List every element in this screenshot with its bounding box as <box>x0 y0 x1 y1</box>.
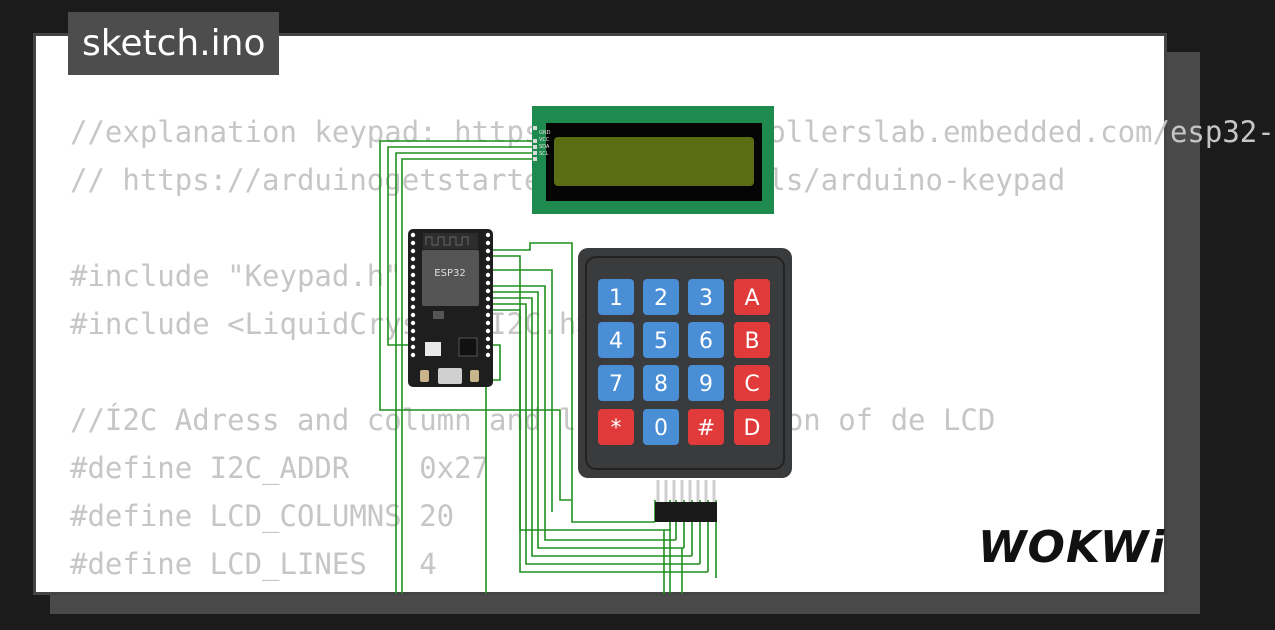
key-label: D <box>744 416 761 441</box>
key-label: * <box>611 416 622 441</box>
key-4[interactable]: 4 <box>598 322 634 358</box>
key-label: B <box>744 329 759 354</box>
key-label: C <box>744 372 759 397</box>
code-line: #define I2C_ADDR 0x27 <box>70 451 490 485</box>
key-label: 2 <box>654 286 668 311</box>
lcd-pin-sda: SDA <box>539 144 550 150</box>
key-label: 7 <box>609 372 623 397</box>
wire-kp9 <box>485 344 501 594</box>
wire-scl <box>401 158 533 594</box>
key-star[interactable]: * <box>598 409 634 445</box>
key-b[interactable]: B <box>734 322 770 358</box>
esp32-label: ESP32 <box>434 268 465 279</box>
keypad: 1 2 3 A 4 5 6 B 7 8 9 C * 0 # D <box>578 248 792 522</box>
key-0[interactable]: 0 <box>643 409 679 445</box>
key-label: 0 <box>654 416 668 441</box>
key-2[interactable]: 2 <box>643 279 679 315</box>
key-8[interactable]: 8 <box>643 365 679 401</box>
esp32-module <box>422 250 479 306</box>
esp32-board: ESP32 <box>408 229 493 387</box>
code-line: #define LCD_COLUMNS 20 <box>70 499 455 533</box>
key-label: 9 <box>699 372 713 397</box>
key-9[interactable]: 9 <box>688 365 724 401</box>
key-7[interactable]: 7 <box>598 365 634 401</box>
wire-sda <box>395 152 533 594</box>
key-label: 1 <box>609 286 623 311</box>
key-label: 5 <box>654 329 668 354</box>
wire-down <box>663 530 683 594</box>
lcd-pin-scl: SCL <box>539 151 549 157</box>
lcd-screen <box>554 137 754 186</box>
boot-button[interactable] <box>420 370 429 382</box>
esp32-left-pins <box>410 232 416 358</box>
wire-kp3 <box>490 269 553 512</box>
wokwi-logo: WOKWi <box>978 522 1166 573</box>
key-label: 4 <box>609 329 623 354</box>
key-d[interactable]: D <box>734 409 770 445</box>
usb-port <box>438 368 462 384</box>
key-c[interactable]: C <box>734 365 770 401</box>
key-label: # <box>697 416 715 441</box>
lcd-pin-gnd: GND <box>539 130 551 136</box>
key-1[interactable]: 1 <box>598 279 634 315</box>
wire-kp7 <box>490 303 700 565</box>
key-label: A <box>744 286 759 311</box>
key-6[interactable]: 6 <box>688 322 724 358</box>
key-a[interactable]: A <box>734 279 770 315</box>
key-label: 3 <box>699 286 713 311</box>
wire-kp4 <box>490 285 676 541</box>
wire-kp8 <box>490 309 708 573</box>
reset-button[interactable] <box>470 370 479 382</box>
wire-kp1 <box>490 242 655 523</box>
wire-gnd <box>379 140 571 501</box>
file-tab[interactable]: sketch.ino <box>68 12 280 75</box>
lcd-pin-vcc: VCC <box>539 137 550 143</box>
lcd-pin-markers <box>533 126 537 161</box>
key-label: 6 <box>699 329 713 354</box>
circuit-diagram: GND VCC SDA SCL ESP32 <box>379 106 792 594</box>
lcd-module: GND VCC SDA SCL <box>532 106 774 214</box>
wire-kp6 <box>490 297 692 557</box>
wire-kp5 <box>490 291 684 549</box>
wire-vcc <box>387 146 533 346</box>
key-hash[interactable]: # <box>688 409 724 445</box>
wires <box>379 140 717 594</box>
keypad-header <box>655 480 717 522</box>
key-5[interactable]: 5 <box>643 322 679 358</box>
code-line: #include "Keypad.h" <box>70 259 402 293</box>
key-label: 8 <box>654 372 668 397</box>
esp32-right-pins <box>485 232 491 358</box>
code-line: #define LCD_LINES 4 <box>70 547 437 581</box>
key-3[interactable]: 3 <box>688 279 724 315</box>
